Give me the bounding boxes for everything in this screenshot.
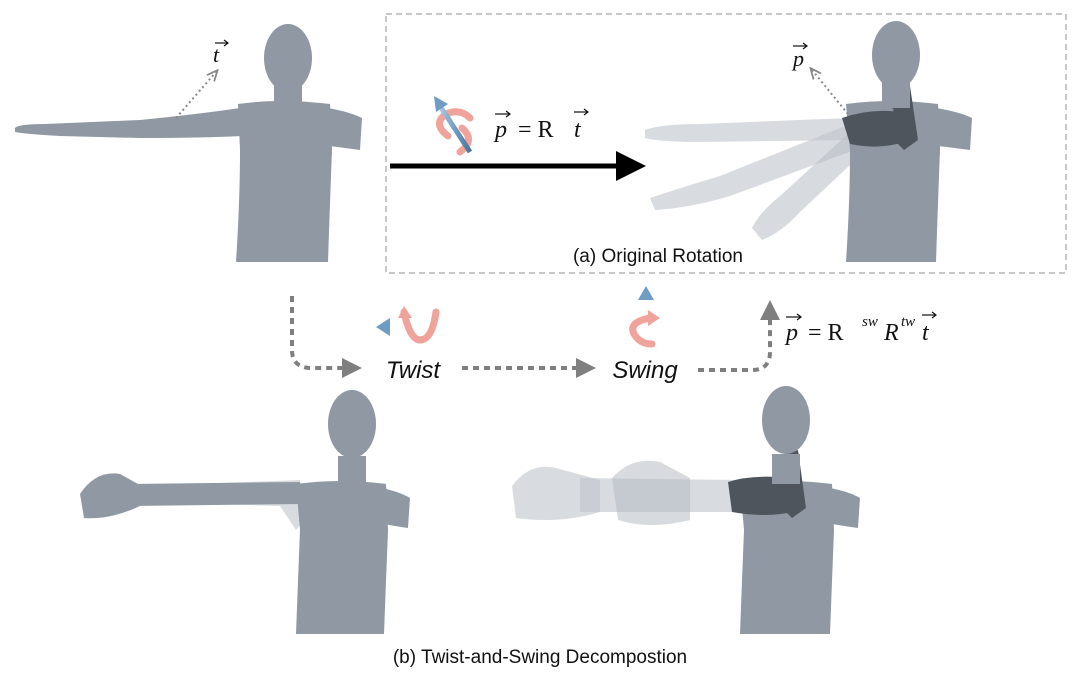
- mannequin-t-pose: [15, 24, 362, 262]
- decomposition-equation: p = R sw R tw t: [784, 311, 937, 346]
- svg-text:= R: = R: [808, 320, 844, 346]
- swing-axis-icon: [629, 286, 660, 356]
- twist-axis-icon: [376, 306, 444, 344]
- svg-text:p: p: [784, 320, 798, 346]
- original-rotation-box: [385, 13, 1067, 274]
- caption-twist-swing-decomposition: (b) Twist-and-Swing Decompostion: [393, 647, 687, 668]
- step-swing-label: Swing: [612, 357, 678, 384]
- t-vector-label: t: [213, 42, 220, 67]
- step-twist-label: Twist: [386, 357, 442, 384]
- mannequin-rotated: [645, 21, 972, 262]
- twist-rotation-icon: [434, 96, 474, 156]
- svg-text:p: p: [493, 117, 507, 143]
- t-vector-line: [175, 72, 216, 119]
- svg-text:t: t: [922, 320, 930, 346]
- svg-text:= R: = R: [518, 117, 554, 143]
- rotation-equation: p = R t: [493, 108, 589, 143]
- caption-original-rotation: (a) Original Rotation: [573, 246, 743, 267]
- svg-text:t: t: [574, 117, 582, 143]
- p-vector-line: [812, 70, 849, 115]
- mannequin-swing: [512, 386, 860, 634]
- flow-arrow-up: [698, 300, 780, 372]
- p-vector-label: p: [791, 46, 804, 71]
- svg-text:tw: tw: [901, 314, 915, 330]
- mannequin-twist: [80, 390, 410, 634]
- flow-arrow-down-right: [290, 296, 362, 378]
- svg-text:R: R: [883, 320, 899, 346]
- svg-text:sw: sw: [862, 314, 878, 330]
